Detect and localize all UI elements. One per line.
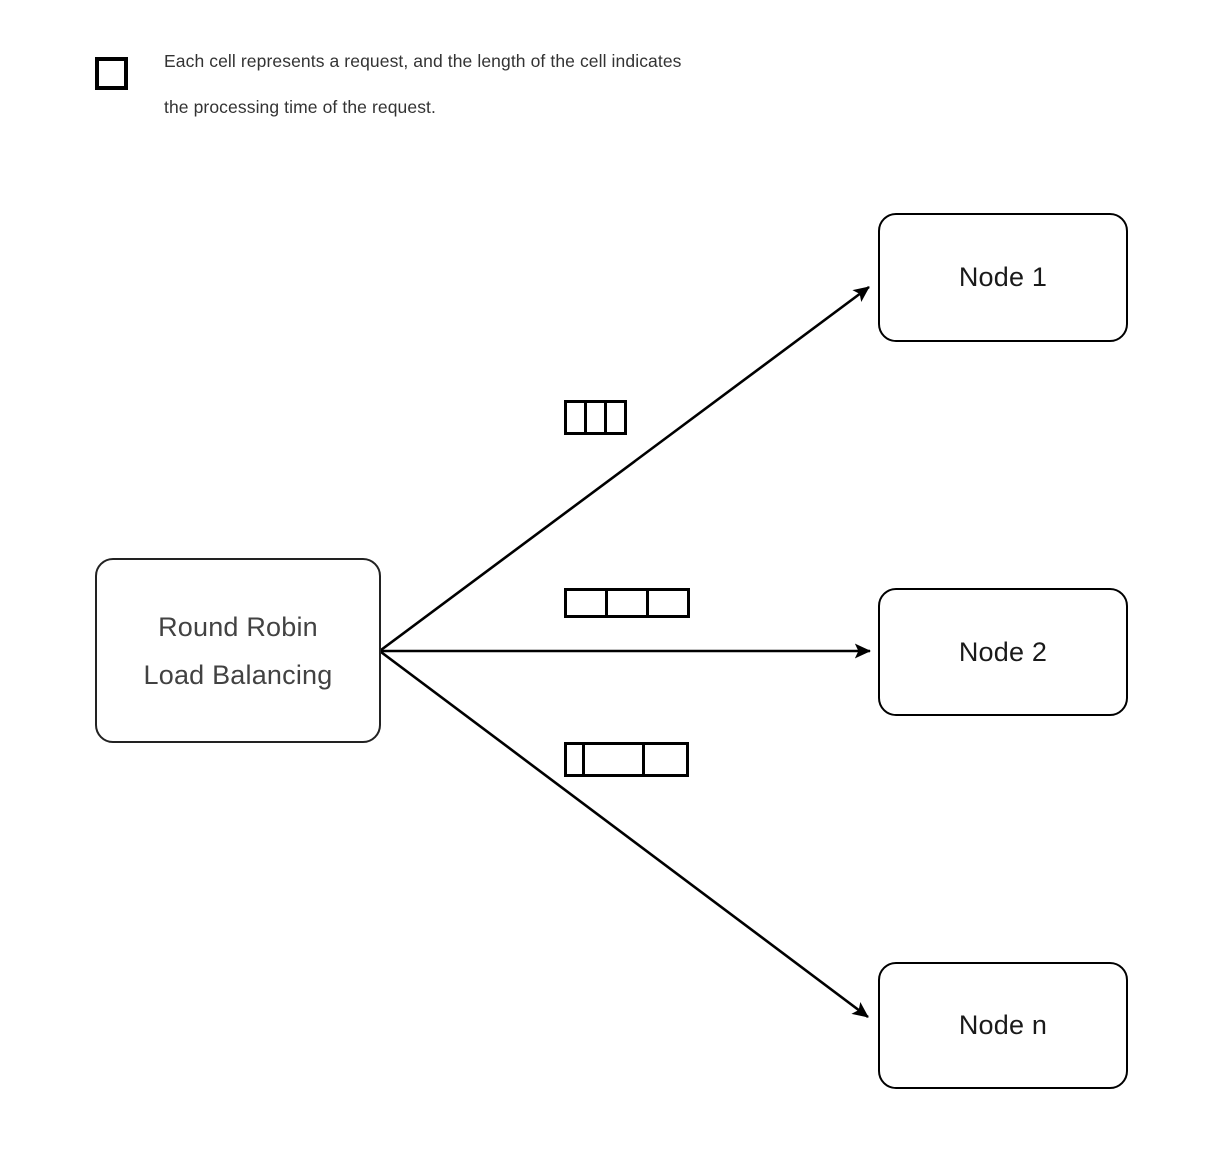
request-cell bbox=[645, 588, 690, 618]
hub-node-label-line-1: Round Robin bbox=[158, 611, 318, 642]
request-queue-node-n bbox=[564, 742, 689, 777]
request-queue-node-1 bbox=[564, 400, 627, 435]
node-label: Node 1 bbox=[958, 262, 1048, 292]
empty-square-icon bbox=[95, 57, 128, 90]
legend-caption-line-1: Each cell represents a request, and the … bbox=[164, 51, 682, 71]
hub-node-label: Round Robin Load Balancing bbox=[144, 603, 333, 699]
request-queue-node-2 bbox=[564, 588, 690, 618]
node-box-node-2[interactable]: Node 2 bbox=[878, 588, 1128, 716]
node-label: Node 2 bbox=[958, 636, 1048, 667]
edge-hub-to-node-n bbox=[380, 650, 869, 1019]
hub-node-label-line-2: Load Balancing bbox=[143, 659, 333, 690]
node-box-node-1[interactable]: Node 1 bbox=[878, 213, 1128, 342]
request-cell bbox=[581, 742, 645, 777]
request-cell bbox=[641, 742, 689, 777]
legend-caption-line-2: the processing time of the request. bbox=[164, 97, 436, 117]
node-box-node-n[interactable]: Node n bbox=[878, 962, 1128, 1089]
request-cell bbox=[604, 588, 649, 618]
request-cell bbox=[564, 588, 608, 618]
hub-node-round-robin-load-balancing[interactable]: Round Robin Load Balancing bbox=[95, 558, 381, 743]
edge-hub-to-node-1 bbox=[380, 285, 870, 652]
legend-caption: Each cell represents a request, and the … bbox=[164, 38, 984, 130]
node-label: Node n bbox=[958, 1010, 1048, 1040]
request-cell bbox=[603, 400, 627, 435]
